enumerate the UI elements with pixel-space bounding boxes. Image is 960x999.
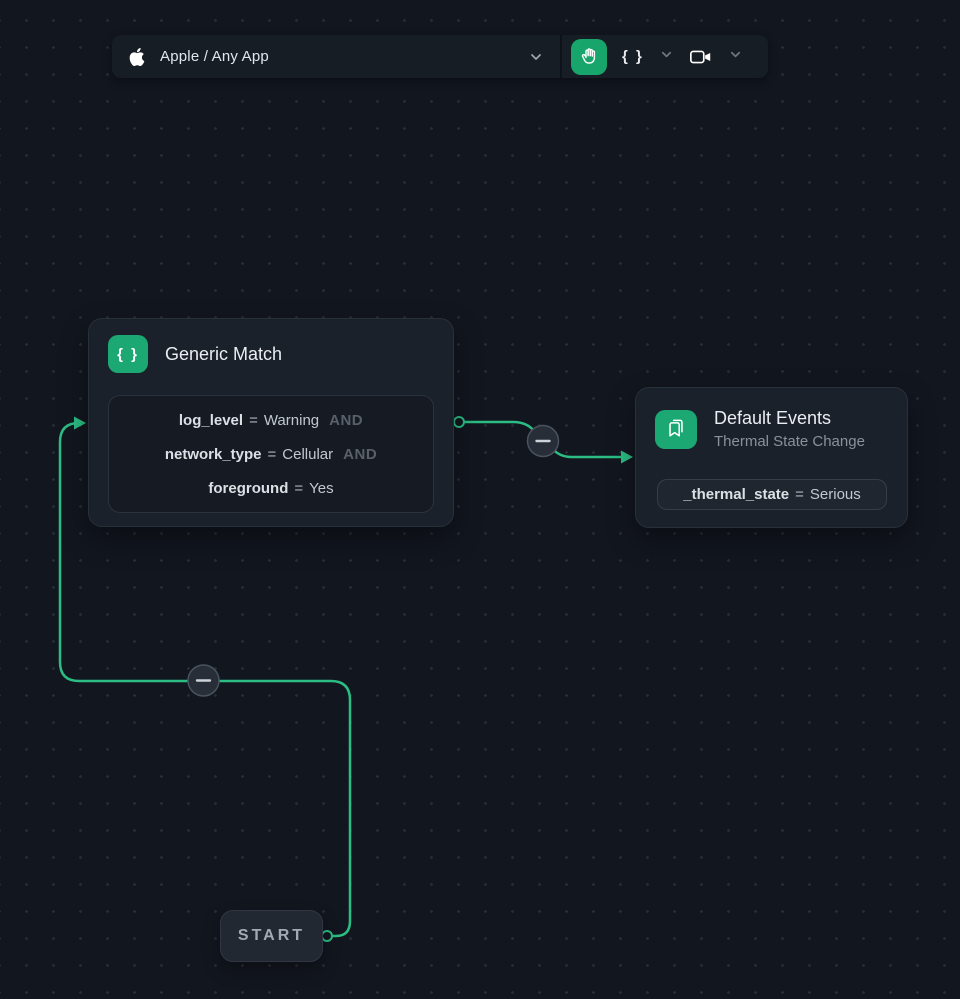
edge-arrowhead: [621, 450, 633, 464]
braces-tool-dropdown[interactable]: [659, 47, 674, 67]
generic-match-output-port[interactable]: [453, 416, 465, 428]
condition-key: _thermal_state: [683, 486, 790, 503]
curly-braces-icon: { }: [108, 335, 148, 373]
bookmarks-icon: [655, 409, 697, 449]
condition-value: Yes: [309, 479, 334, 497]
chevron-down-icon: [528, 49, 544, 65]
chevron-down-icon: [659, 47, 674, 67]
hand-icon: [579, 46, 600, 67]
condition-box: log_level = Warning AND network_type = C…: [108, 395, 434, 513]
node-header: { } Generic Match: [89, 319, 453, 373]
video-camera-icon: [689, 47, 713, 67]
condition-row: log_level = Warning AND: [179, 412, 363, 429]
condition-conjunction: AND: [329, 411, 364, 429]
node-title: Default Events: [714, 408, 832, 428]
condition-operator: =: [795, 486, 804, 503]
app-selector-dropdown[interactable]: Apple / Any App: [112, 35, 560, 78]
top-toolbar: Apple / Any App { }: [112, 35, 768, 78]
condition-pill: _thermal_state = Serious: [657, 479, 887, 510]
braces-tool-button[interactable]: { }: [622, 48, 644, 65]
condition-operator: =: [294, 479, 304, 497]
toolbar-tools: { }: [562, 35, 757, 78]
start-node-button[interactable]: START: [220, 910, 323, 962]
condition-row: foreground = Yes: [208, 480, 333, 497]
apple-logo-icon: [128, 47, 147, 66]
pan-hand-button[interactable]: [571, 38, 607, 75]
condition-operator: =: [249, 411, 258, 429]
condition-value: Cellular: [282, 445, 334, 463]
node-default-events[interactable]: Default Events Thermal State Change _the…: [635, 387, 908, 528]
edge-arrowhead: [74, 416, 86, 430]
condition-key: log_level: [178, 411, 244, 429]
node-generic-match[interactable]: { } Generic Match log_level = Warning AN…: [88, 318, 454, 527]
node-subtitle: Thermal State Change: [714, 433, 865, 450]
start-output-port[interactable]: [321, 930, 333, 942]
record-video-dropdown[interactable]: [728, 47, 743, 67]
condition-key: foreground: [208, 479, 289, 497]
toolbar-divider: [560, 35, 562, 78]
edge-badge-start-loop[interactable]: [187, 664, 220, 697]
chevron-down-icon: [728, 47, 743, 67]
condition-row: network_type = Cellular AND: [165, 446, 377, 463]
condition-value: Warning: [263, 411, 320, 429]
condition-value: Serious: [809, 486, 861, 503]
node-header: Default Events Thermal State Change: [636, 388, 907, 450]
app-selector-label: Apple / Any App: [160, 48, 269, 65]
record-video-button[interactable]: [689, 47, 713, 67]
condition-operator: =: [267, 445, 277, 463]
condition-key: network_type: [164, 445, 262, 463]
edge-badge-match-to-events[interactable]: [526, 424, 560, 458]
edge-start-to-generic-match: [58, 416, 352, 938]
node-title: Generic Match: [165, 343, 283, 364]
condition-conjunction: AND: [343, 445, 378, 463]
